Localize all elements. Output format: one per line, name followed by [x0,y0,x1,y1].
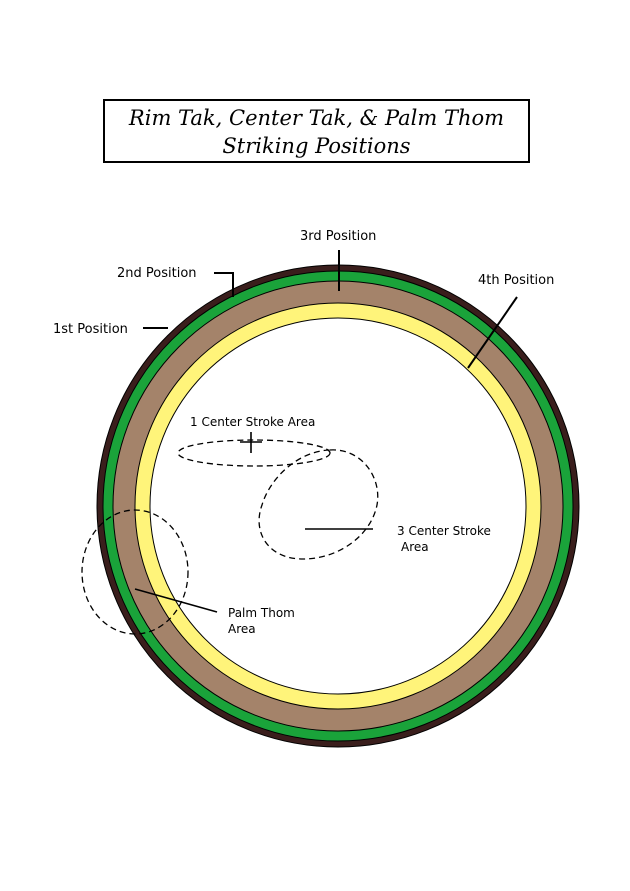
label-palm-line2: Area [228,622,256,636]
leader-center-1 [240,432,262,453]
center-area [149,317,527,695]
label-center-3-line1: 3 Center Stroke [397,524,491,538]
label-center-3-line2: Area [401,540,429,554]
title-line-2: Striking Positions [222,134,411,158]
title-line-1: Rim Tak, Center Tak, & Palm Thom [128,106,505,130]
center-stroke-area-3 [258,449,379,560]
label-position-3: 3rd Position [300,229,376,244]
center-stroke-area-1 [177,439,331,467]
label-center-1: 1 Center Stroke Area [190,415,315,429]
label-position-4: 4th Position [478,273,554,288]
leader-palm-thom [134,588,218,613]
palm-thom-area [81,509,189,635]
label-position-1: 1st Position [53,322,128,337]
leader-position-4 [467,296,518,369]
label-palm-line1: Palm Thom [228,606,295,620]
leader-position-2 [214,272,234,297]
label-position-2: 2nd Position [117,266,197,281]
title-box: Rim Tak, Center Tak, & Palm Thom Strikin… [103,99,530,163]
